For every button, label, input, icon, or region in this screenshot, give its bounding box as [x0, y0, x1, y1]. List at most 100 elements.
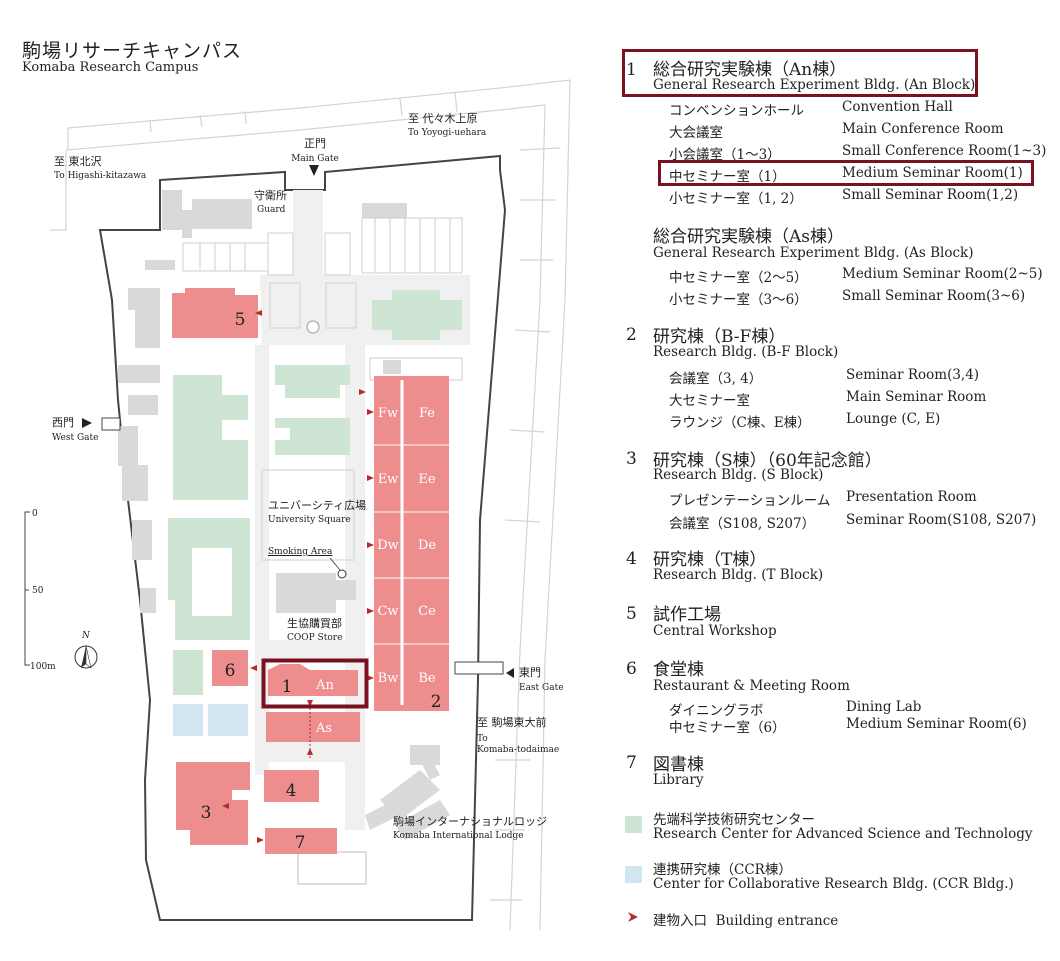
legend-row: 小会議室（1～3）Small Conference Room(1~3)	[669, 143, 1047, 163]
legend-row: 中セミナー室（6）Medium Seminar Room(6)	[669, 716, 1027, 736]
legend-highlight-medium-seminar-1	[658, 160, 1034, 186]
legend-title-library-en: Library	[653, 772, 704, 788]
label-coop-en: COOP Store	[287, 633, 343, 643]
legend-num-5: 5	[626, 604, 637, 624]
legend-row: 会議室（S108, S207）Seminar Room(S108, S207)	[669, 512, 1037, 532]
legend-num-2: 2	[626, 325, 637, 345]
legend-ccr-en: Center for Collaborative Research Bldg. …	[653, 876, 1014, 892]
block-label-fw: Fw	[378, 406, 398, 421]
building-1-highlight	[261, 658, 369, 709]
legend-rcast-ja: 先端科学技術研究センター	[653, 812, 815, 828]
block-label-dw: Dw	[377, 538, 399, 553]
legend-row: 小セミナー室（3～6）Small Seminar Room(3~6)	[669, 288, 1026, 308]
block-label-an: An	[315, 678, 334, 693]
building-number-7: 7	[295, 833, 306, 853]
gate-openings	[101, 417, 504, 675]
legend-title-s-en: Research Bldg. (S Block)	[653, 467, 824, 483]
legend-title-workshop-en: Central Workshop	[653, 623, 777, 639]
building-number-6: 6	[225, 661, 236, 681]
block-label-de: De	[418, 538, 436, 553]
legend-title-restaurant-en: Restaurant & Meeting Room	[653, 678, 850, 694]
label-todaimae-ja: 至 駒場東大前	[477, 716, 547, 729]
building-number-2: 2	[431, 692, 442, 712]
rcast-courtyard	[192, 548, 232, 616]
main-gate-arrow	[309, 165, 319, 176]
legend-title-as-ja: 総合研究実験棟（As棟）	[653, 227, 845, 247]
label-todaimae-en1: To	[477, 734, 488, 744]
block-label-ee: Ee	[418, 472, 435, 487]
east-gate-arrow	[506, 668, 514, 678]
legend-swatch-rcast	[625, 816, 642, 833]
smoking-marker	[337, 569, 347, 579]
label-higashi-ja: 至 東北沢	[54, 155, 102, 168]
legend-entrance: 建物入口 Building entrance	[653, 913, 839, 929]
label-guard-en: Guard	[257, 205, 286, 215]
map-title-ja: 駒場リサーチキャンパス	[22, 40, 243, 62]
legend-rcast-en: Research Center for Advanced Science and…	[653, 826, 1033, 842]
legend-row: 会議室（3, 4）Seminar Room(3,4)	[669, 367, 980, 387]
label-east-gate-ja: 東門	[519, 666, 541, 679]
label-guard-ja: 守衛所	[254, 189, 287, 202]
scale-label-100: 100m	[30, 662, 56, 672]
entrance-arrows	[222, 310, 374, 843]
building-number-5: 5	[235, 310, 246, 330]
legend-title-t-en: Research Bldg. (T Block)	[653, 567, 824, 583]
legend-num-3: 3	[626, 449, 637, 469]
label-coop-ja: 生協購買部	[287, 617, 342, 630]
legend-title-library-ja: 図書棟	[653, 755, 704, 775]
label-main-gate-ja: 正門	[304, 137, 326, 150]
map-title-en: Komaba Research Campus	[22, 60, 199, 75]
roundabout	[306, 320, 320, 334]
label-todaimae-en2: Komaba-todaimae	[477, 745, 560, 755]
building-number-4: 4	[286, 781, 297, 801]
plaza-outlines	[261, 232, 463, 561]
legend-num-1: 1	[626, 60, 637, 80]
legend-title-bf-ja: 研究棟（B-F棟）	[653, 327, 786, 347]
label-univ-square-ja: ユニバーシティ広場	[268, 499, 367, 512]
legend-title-an-ja: 総合研究実験棟（An棟）	[653, 60, 847, 80]
legend-title-restaurant-ja: 食堂棟	[653, 660, 704, 680]
campus-map: Fw Fe Ew Ee Dw De Cw Ce Bw Be An As 1 2 …	[24, 79, 571, 931]
block-label-cw: Cw	[377, 604, 398, 619]
building-numbers: 1 2 3 4 5 6 7	[201, 310, 442, 853]
legend-title-an-en: General Research Experiment Bldg. (An Bl…	[653, 77, 976, 93]
red-buildings	[172, 288, 449, 854]
legend-title-t-ja: 研究棟（T棟）	[653, 550, 767, 570]
label-north: N	[82, 631, 90, 641]
legend-num-4: 4	[626, 549, 637, 569]
label-west-gate-en: West Gate	[52, 433, 99, 443]
legend-highlight-an	[622, 49, 978, 97]
legend-title-as-en: General Research Experiment Bldg. (As Bl…	[653, 245, 974, 261]
label-higashi-en: To Higashi-kitazawa	[54, 171, 147, 181]
legend-title-workshop-ja: 試作工場	[653, 605, 721, 625]
entrance-arrow-icon	[628, 912, 638, 922]
legend-swatch-ccr	[625, 866, 642, 883]
label-west-gate-ja: 西門	[52, 416, 74, 429]
legend-num-6: 6	[626, 659, 637, 679]
block-label-be: Be	[418, 671, 436, 686]
block-label-fe: Fe	[419, 406, 435, 421]
label-lodge-ja: 駒場インターナショナルロッジ	[393, 815, 547, 828]
legend-ccr-ja: 連携研究棟（CCR棟）	[653, 862, 792, 878]
label-smoking-area: Smoking Area	[268, 547, 333, 557]
label-yoyogi-en: To Yoyogi-uehara	[408, 128, 487, 138]
label-yoyogi-ja: 至 代々木上原	[408, 112, 478, 125]
legend-row: 中セミナー室（1）Medium Seminar Room(1)	[669, 165, 1023, 185]
block-label-ew: Ew	[378, 472, 399, 487]
legend-row: 小セミナー室（1, 2）Small Seminar Room(1,2)	[669, 187, 1019, 207]
legend-num-7: 7	[626, 753, 637, 773]
legend-title-s-ja: 研究棟（S棟）（60年記念館）	[653, 451, 882, 471]
parking-lines	[199, 218, 451, 273]
outer-roads	[50, 79, 571, 931]
building-number-3: 3	[201, 803, 212, 823]
scale-label-0: 0	[32, 509, 38, 519]
other-buildings	[118, 190, 463, 885]
legend: 1 総合研究実験棟（An棟） General Research Experime…	[620, 0, 1050, 961]
block-label-ce: Ce	[418, 604, 436, 619]
scale-bar	[24, 511, 30, 666]
label-main-gate-en: Main Gate	[291, 154, 339, 164]
